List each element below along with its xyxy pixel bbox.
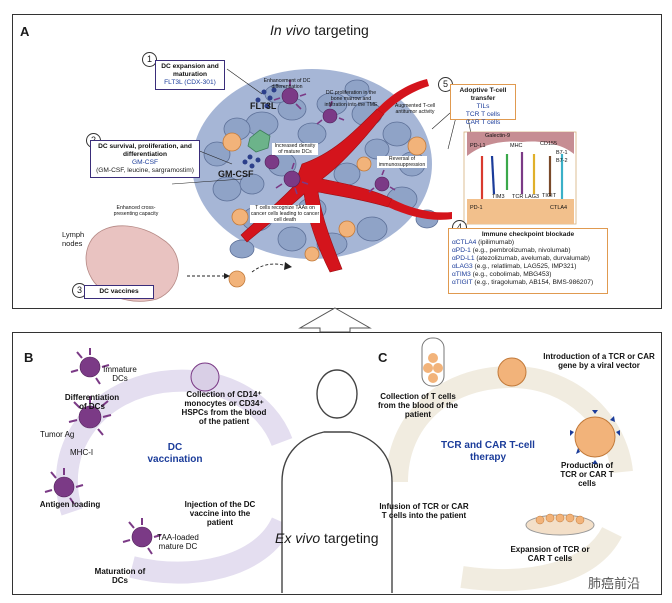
label-expansion: Expansion of TCR or CAR T cells — [510, 545, 590, 563]
adoptive-transfer-heading: Adoptive T-cell transfer — [459, 87, 507, 102]
note-augmented: Augmented T-cell antitumor activity — [394, 103, 436, 115]
label-introduction: Introduction of a TCR or CAR gene by a v… — [543, 352, 655, 370]
gmcsf-label: GM-CSF — [218, 169, 254, 179]
mol-tigit: TIGIT — [542, 193, 557, 199]
mol-galectin: Galectin-9 — [485, 133, 511, 139]
checkpoint-blockade-box: Immune checkpoint blockade αCTLA4 (ipili… — [448, 228, 608, 294]
cytokine-dots — [242, 87, 277, 169]
lymph-node — [85, 225, 179, 302]
tcell-transduction — [497, 357, 527, 387]
checkpoint-drug-examples: (e.g., cobolimab, MBG453) — [470, 271, 552, 278]
checkpoint-drug-row: αPD-L1 (atezolizumab, avelumab, durvalum… — [452, 255, 604, 263]
patient-silhouette — [281, 369, 393, 593]
dc-survival-examples: (GM-CSF, leucine, sargramostim) — [96, 167, 194, 174]
label-production: Production of TCR or CAR T cells — [560, 461, 614, 488]
adoptive-item-tcr: TCR T cells — [465, 111, 501, 118]
checkpoint-drug-examples: (atezolizumab, avelumab, durvalumab) — [474, 255, 590, 262]
dc-vaccines-label: DC vaccines — [99, 288, 139, 295]
mol-pd1: PD-1 — [470, 205, 483, 211]
checkpoint-blockade-list: αCTLA4 (ipilimumab)αPD-1 (e.g., pembroli… — [452, 239, 604, 287]
checkpoint-drug-examples: (e.g., relatlimab, LAG525, IMP321) — [472, 263, 577, 270]
dc-survival-box: DC survival, proliferation, and differen… — [90, 140, 200, 178]
note-reversal: Reversal of immunosuppression — [377, 156, 427, 168]
checkpoint-drug-target: αPD-1 — [452, 247, 471, 254]
step-number-1: 1 — [142, 52, 157, 67]
checkpoint-drug-target: αTIGIT — [452, 279, 473, 286]
panel-a-letter: A — [20, 24, 30, 39]
mol-cd155: CD155 — [540, 141, 558, 147]
checkpoint-drug-target: αLAG3 — [452, 263, 473, 270]
blood-vessel — [240, 108, 393, 273]
checkpoint-drug-row: αLAG3 (e.g., relatlimab, LAG525, IMP321) — [452, 263, 604, 271]
label-mhc-i: MHC-I — [70, 448, 94, 457]
dc-vaccination-title: DC vaccination — [147, 442, 203, 465]
mol-ctla4: CTLA4 — [550, 205, 568, 211]
checkpoint-drug-examples: (e.g., tiragolumab, AB154, BMS-986207) — [472, 279, 594, 286]
label-infusion: Infusion of TCR or CAR T cells into the … — [379, 502, 469, 520]
label-immature-dcs: Immature DCs — [103, 365, 137, 383]
label-tumor-ag: Tumor Ag — [40, 430, 75, 439]
mol-tim3: TIM3 — [492, 194, 505, 200]
label-maturation: Maturation of DCs — [94, 567, 146, 585]
adoptive-transfer-box: Adoptive T-cell transfer TILs TCR T cell… — [450, 84, 516, 126]
checkpoint-drug-row: αCTLA4 (ipilimumab) — [452, 239, 604, 247]
panel-a-illustration — [85, 68, 577, 302]
checkpoint-drug-target: αTIM3 — [452, 271, 471, 278]
note-crosspresent: Enhanced cross-presenting capacity — [113, 205, 159, 217]
flt3l-label: FLT3L — [250, 101, 277, 111]
dc-expansion-agent: FLT3L (CDX-301) — [164, 79, 216, 86]
dc-survival-heading: DC survival, proliferation, and differen… — [98, 143, 192, 158]
monocyte — [190, 362, 220, 392]
panel-bc-illustration — [44, 337, 633, 593]
checkpoint-drug-row: αTIM3 (e.g., cobolimab, MBG453) — [452, 271, 604, 279]
label-differentiation: Differentiation of DCs — [64, 393, 120, 411]
label-taa-loaded-dc: TAA-loaded mature DC — [157, 533, 199, 551]
mol-b72: B7-2 — [556, 158, 568, 164]
mol-lag3: LAG3 — [525, 194, 540, 200]
note-enhancement: Enhancement of DC differentiation — [263, 78, 311, 90]
checkpoint-drug-row: αPD-1 (e.g., pembrolizumab, nivolumab) — [452, 247, 604, 255]
label-antigen-loading: Antigen loading — [39, 500, 101, 509]
macrophage — [247, 129, 271, 153]
label-collection-tcells: Collection of T cells from the blood of … — [378, 392, 458, 419]
note-proliferation: DC proliferation in the bone marrow and … — [324, 90, 378, 108]
dc-survival-agent: GM-CSF — [131, 159, 158, 166]
checkpoint-drug-target: αCTLA4 — [452, 239, 477, 246]
note-density: Increased density of mature DCs — [272, 143, 318, 155]
panel-a-title: In vivo targeting — [270, 22, 369, 38]
checkpoint-drug-examples: (ipilimumab) — [476, 239, 515, 246]
checkpoint-drug-examples: (e.g., pembrolizumab, nivolumab) — [470, 247, 571, 254]
panel-c-letter: C — [378, 350, 388, 365]
mol-mhc: MHC — [510, 143, 523, 149]
lymph-nodes-label: Lymph nodes — [62, 230, 85, 248]
dc-expansion-heading: DC expansion and maturation — [161, 63, 219, 78]
checkpoint-blockade-heading: Immune checkpoint blockade — [481, 231, 575, 238]
dc-cycle-arrow — [55, 369, 293, 516]
dc-expansion-box: DC expansion and maturation FLT3L (CDX-3… — [155, 60, 225, 90]
note-recognize: T cells recognize TAAs on cancer cells l… — [250, 205, 320, 223]
car-tcell — [574, 416, 616, 458]
adoptive-item-tils: TILs — [476, 103, 490, 110]
mol-pdl1: PD-L1 — [470, 143, 486, 149]
mol-b71: B7-1 — [556, 150, 568, 156]
checkpoint-drug-target: αPD-L1 — [452, 255, 475, 262]
tcr-car-therapy-title: TCR and CAR T-cell therapy — [441, 440, 535, 463]
checkpoint-drug-row: αTIGIT (e.g., tiragolumab, AB154, BMS-98… — [452, 279, 604, 287]
adoptive-item-car: CAR T cells — [465, 119, 501, 126]
checkpoint-molecules — [480, 152, 564, 202]
mol-tcr: TCR — [512, 194, 524, 200]
panel-b-letter: B — [24, 350, 34, 365]
label-collection-monocytes: Collection of CD14⁺ monocytes or CD34⁺ H… — [181, 390, 267, 426]
watermark: 肺癌前沿 — [588, 577, 641, 592]
ex-vivo-title: Ex vivo targeting — [275, 530, 379, 546]
label-injection: Injection of the DC vaccine into the pat… — [184, 500, 256, 527]
dc-vaccines-box: DC vaccines — [84, 285, 154, 299]
up-arrow-icon — [298, 307, 372, 332]
